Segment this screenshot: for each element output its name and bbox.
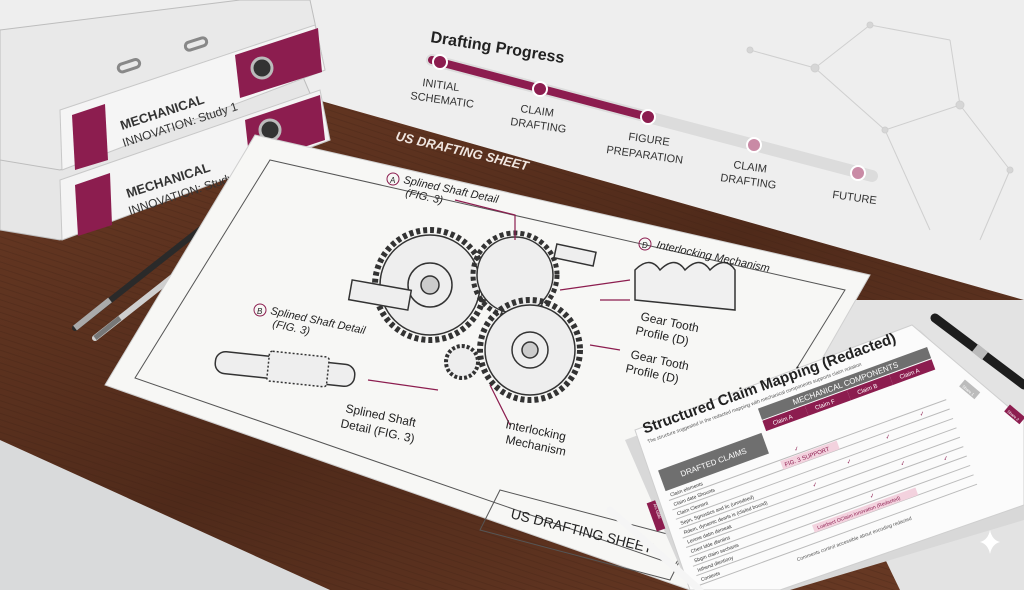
check-mark: ✓ — [846, 459, 853, 466]
stage-dot — [432, 54, 448, 70]
row-divider — [685, 446, 964, 548]
stage-1-label: INITIAL — [422, 77, 461, 94]
splined-shaft-drawing — [214, 350, 356, 388]
row-divider — [699, 483, 978, 586]
check-mark: ✓ — [885, 434, 892, 441]
fountain-pen — [930, 313, 1024, 390]
leader-lines — [367, 199, 631, 426]
column-headers: Claim A Claim F Claim B Claim A — [762, 359, 936, 432]
group-header-bar — [757, 347, 932, 420]
stage-dot — [746, 137, 762, 153]
check-mark: ✓ — [812, 482, 819, 489]
desk-edge — [0, 440, 330, 590]
fig-support-bg — [780, 440, 840, 470]
callout-a-marker — [386, 172, 400, 186]
row-header-bar — [658, 432, 769, 492]
doc-tab[interactable] — [646, 500, 666, 532]
doc-tab[interactable] — [1004, 404, 1024, 425]
white-pen — [606, 506, 704, 590]
stage-dot — [850, 165, 866, 181]
callout-d-marker — [638, 237, 652, 251]
doc-tab[interactable] — [959, 379, 981, 400]
doc-tab-label: Arc table — [652, 503, 662, 520]
stage-4-label: CLAIM — [733, 159, 768, 176]
row-divider — [692, 464, 971, 567]
check-mark: ✓ — [943, 456, 950, 463]
gear-assembly-drawing — [214, 227, 736, 403]
check-mark: ✓ — [793, 446, 800, 453]
row-divider — [668, 399, 947, 501]
check-mark: ✓ — [900, 461, 907, 468]
claim-mapping-document: Structured Claim Mapping (Redacted) The … — [625, 324, 1024, 590]
redacted-note-bg — [812, 487, 919, 533]
claim-rows: Claim elements✓Claim date Shounts✓Claim … — [668, 399, 978, 586]
stage-2-label: CLAIM — [520, 103, 555, 120]
row-divider — [679, 427, 957, 530]
row-divider — [682, 436, 961, 539]
callout-a-letter: A — [389, 176, 395, 185]
stage-dot — [532, 81, 548, 97]
stage-dot — [640, 109, 656, 125]
row-divider — [689, 455, 967, 558]
row-divider — [675, 417, 954, 520]
check-mark: ✓ — [919, 411, 926, 418]
stage-3-label: FIGURE — [628, 131, 671, 149]
callout-b-letter: B — [257, 307, 263, 316]
callout-b-marker — [253, 303, 267, 317]
network-decoration — [746, 21, 1014, 241]
sparkle-icon — [980, 530, 1000, 554]
callout-d-letter: D — [642, 241, 648, 250]
check-mark: ✓ — [869, 493, 876, 500]
